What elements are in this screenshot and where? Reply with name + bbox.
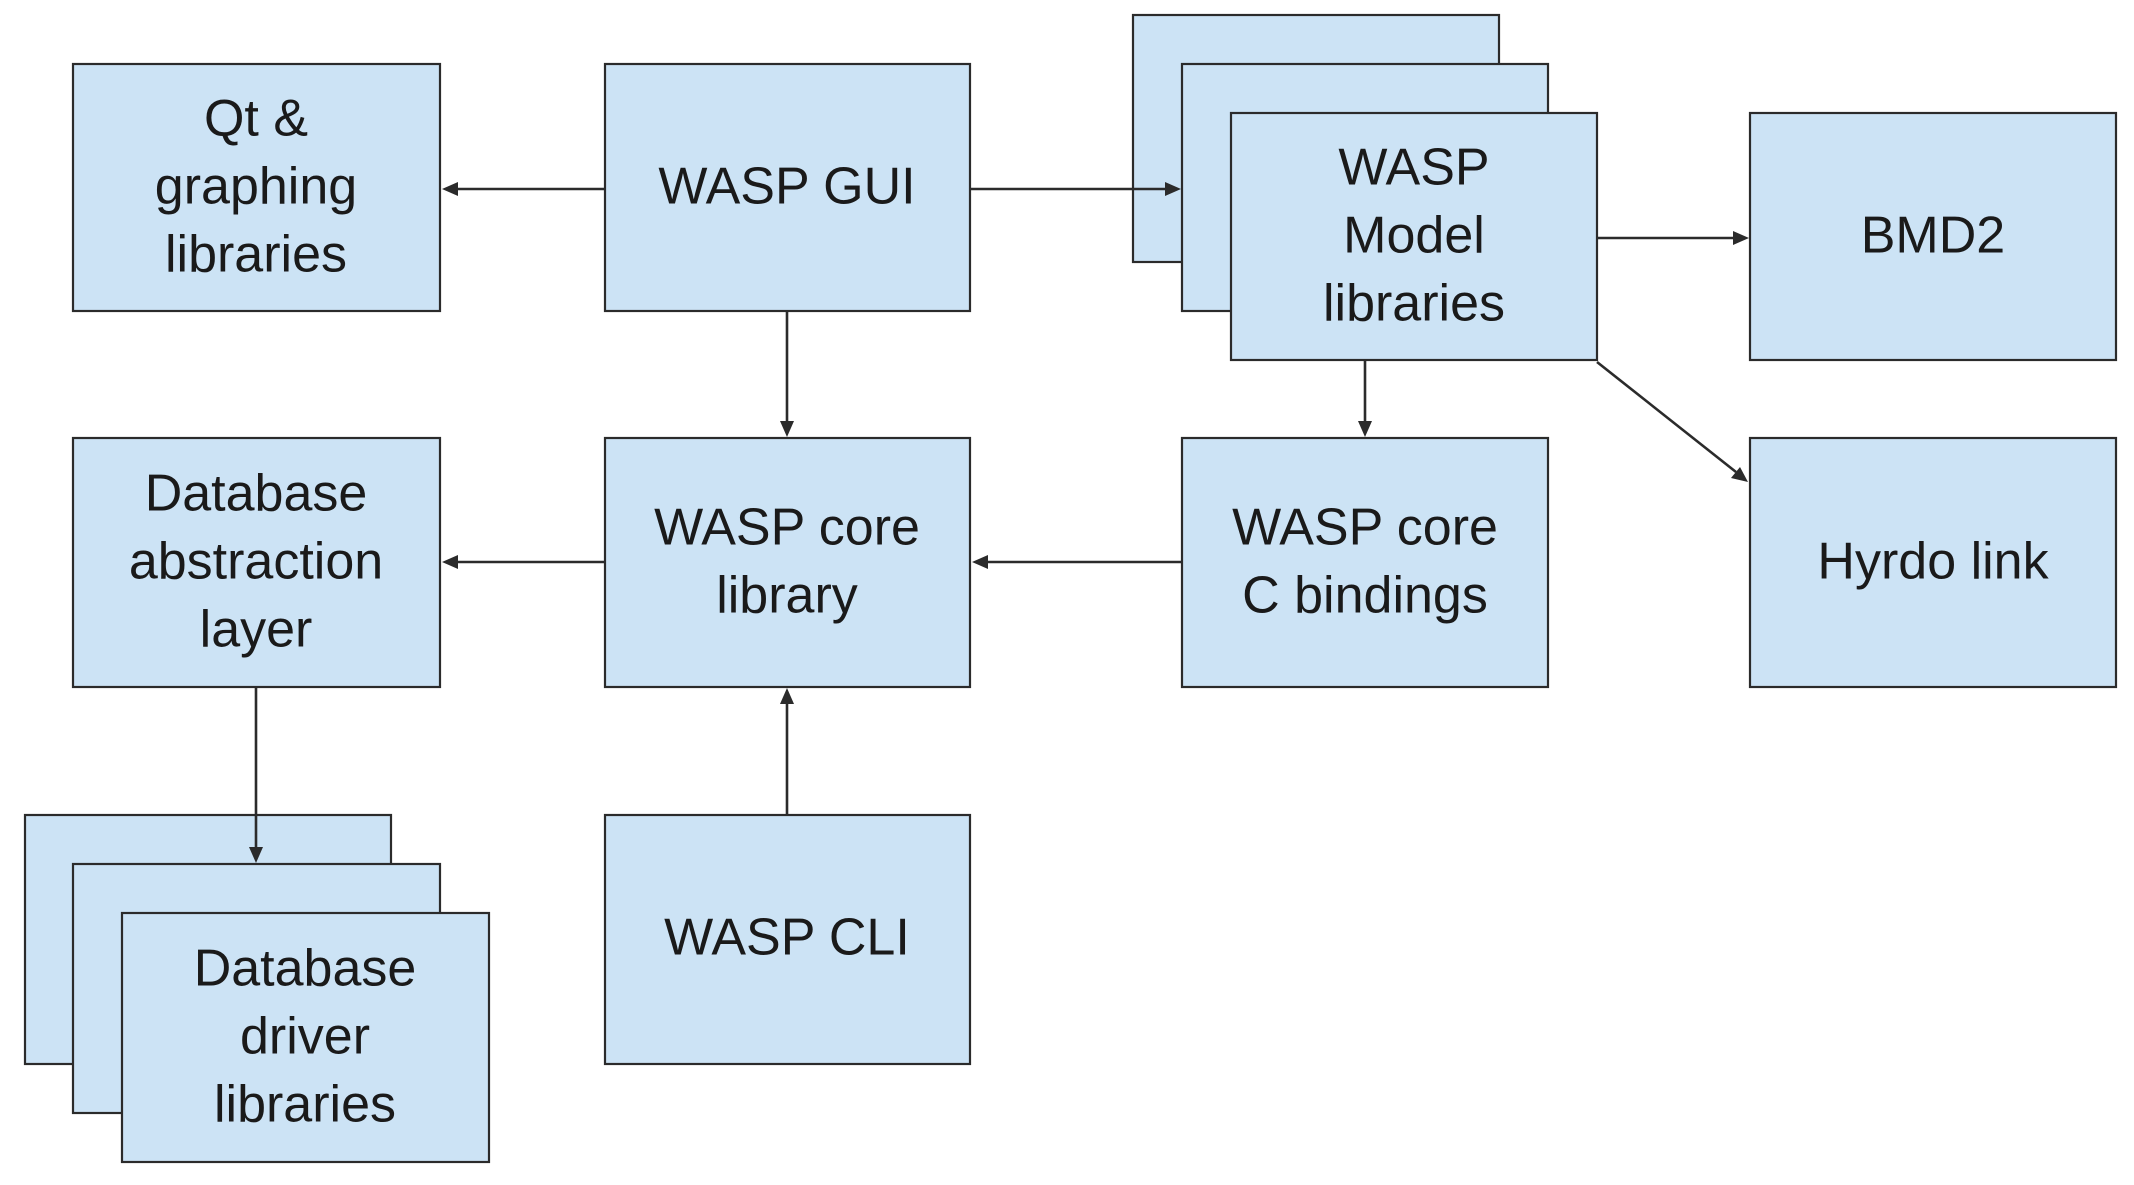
node-label-line: libraries xyxy=(165,226,347,284)
node-label-line: C bindings xyxy=(1242,567,1488,625)
arrow-db-abstraction-to-drivers xyxy=(249,687,263,863)
node-hydro-link: Hyrdo link xyxy=(1748,436,2118,689)
node-label-line: WASP GUI xyxy=(658,158,915,216)
node-label-line: Model xyxy=(1343,207,1485,265)
node-label-line: WASP CLI xyxy=(664,909,910,967)
arrow-gui-to-core xyxy=(780,311,794,437)
node-database-abstraction-layer: Database abstraction layer xyxy=(71,436,442,689)
node-bmd2: BMD2 xyxy=(1748,111,2118,362)
arrow-model-to-bmd2 xyxy=(1597,231,1749,245)
node-label-line: Qt & xyxy=(204,90,308,148)
node-label-line: WASP core xyxy=(654,499,920,557)
node-wasp-model-libraries: WASP Model libraries xyxy=(1229,111,1599,362)
node-label-line: BMD2 xyxy=(1861,207,2005,265)
node-qt-graphing-libraries: Qt & graphing libraries xyxy=(71,62,442,313)
arrow-model-to-c-bindings xyxy=(1358,360,1372,437)
node-wasp-gui: WASP GUI xyxy=(603,62,972,313)
node-label-line: abstraction xyxy=(129,533,383,591)
arrow-gui-to-model xyxy=(970,182,1181,196)
node-label-line: libraries xyxy=(214,1076,396,1134)
node-label-line: WASP xyxy=(1338,139,1489,197)
arrow-core-to-db-abstraction xyxy=(442,555,605,569)
node-label-line: Database xyxy=(194,940,417,998)
node-wasp-core-c-bindings: WASP core C bindings xyxy=(1180,436,1550,689)
node-label-line: Database xyxy=(145,465,368,523)
node-wasp-core-library: WASP core library xyxy=(603,436,972,689)
node-label-line: driver xyxy=(240,1008,370,1066)
node-label-line: graphing xyxy=(155,158,357,216)
arrow-c-bindings-to-core xyxy=(972,555,1182,569)
node-label-line: library xyxy=(716,567,858,625)
node-label-line: WASP core xyxy=(1232,499,1498,557)
arrow-gui-to-qt xyxy=(442,182,605,196)
node-label-line: Hyrdo link xyxy=(1817,533,2049,591)
arrow-cli-to-core xyxy=(780,688,794,815)
node-wasp-cli: WASP CLI xyxy=(603,813,972,1066)
node-database-driver-libraries: Database driver libraries xyxy=(120,911,491,1164)
arrow-model-to-hydro-link xyxy=(1596,360,1748,482)
node-label-line: layer xyxy=(200,601,313,659)
node-label-line: libraries xyxy=(1323,275,1505,333)
